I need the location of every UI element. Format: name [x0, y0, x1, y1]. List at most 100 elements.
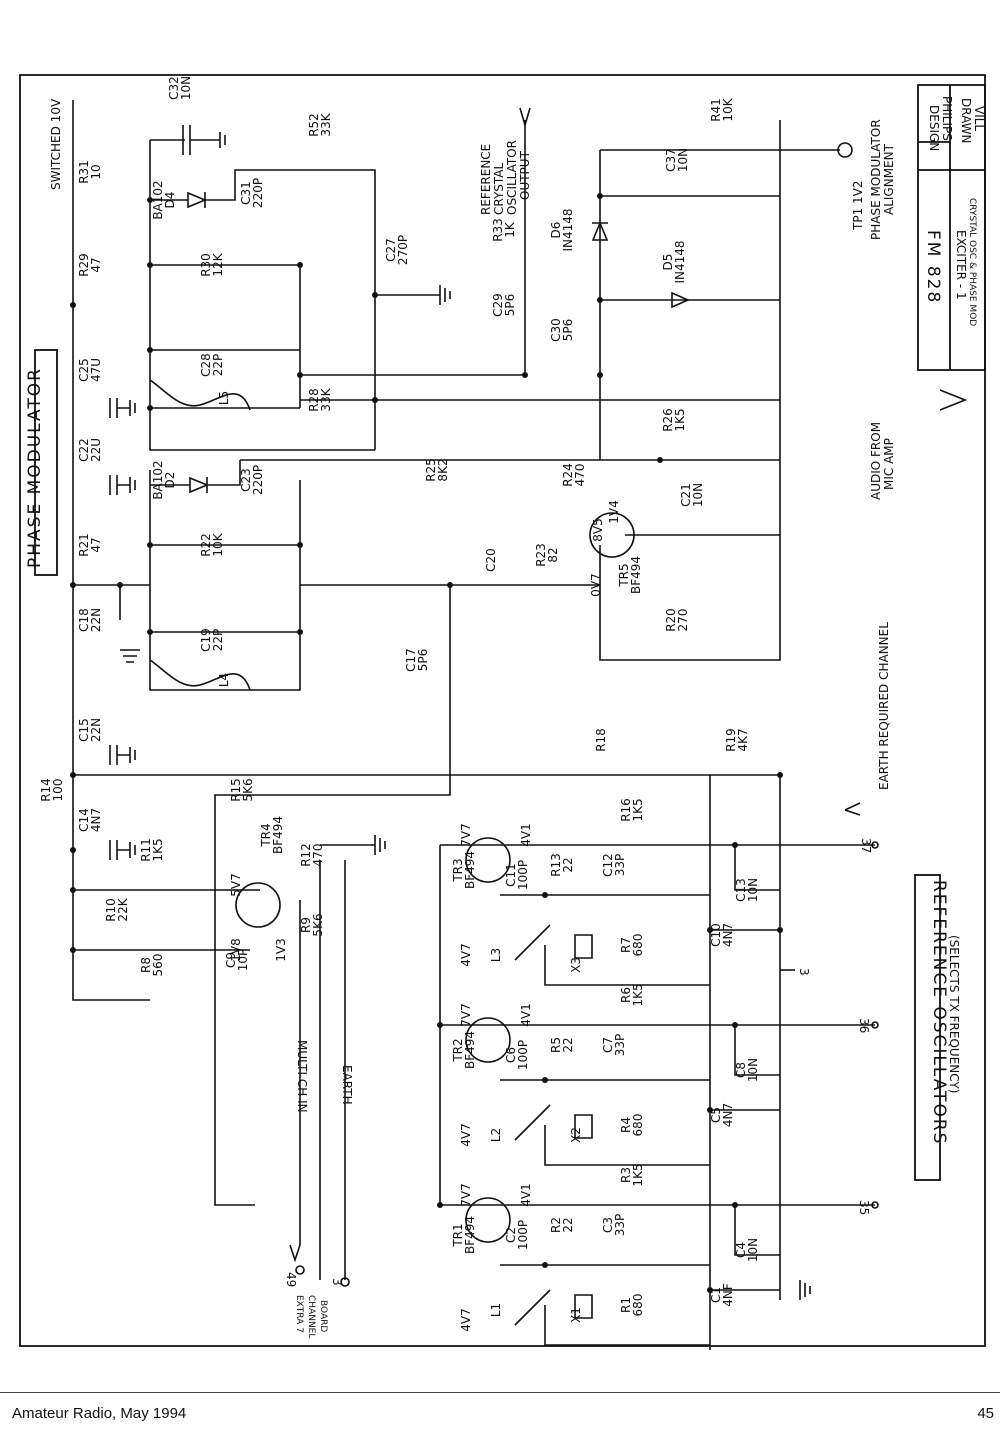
drawing-border	[19, 74, 986, 1347]
component-label-c30-ref: C30	[549, 318, 563, 342]
reference-oscillators-box	[914, 874, 941, 1181]
component-label-c8-value: 10N	[746, 1058, 760, 1082]
component-label-c31-value: 220P	[251, 178, 265, 208]
voltage-label: 4V1	[519, 823, 533, 846]
component-label-r22-ref: R22	[199, 533, 213, 557]
component-label-r12-ref: R12	[299, 843, 313, 867]
component-label-r14-ref: R14	[39, 778, 53, 802]
component-label-r24-value: 470	[573, 464, 587, 487]
component-label-tr3-value: BF494	[463, 851, 477, 889]
title-drawn: DRAWN	[959, 98, 973, 144]
component-label-tr2-ref: TR2	[451, 1038, 465, 1062]
heading-selects-tx: (SELECTS TX FREQUENCY)	[947, 935, 961, 1093]
page-footer: Amateur Radio, May 1994 45	[0, 1392, 1000, 1431]
voltage-label: 4V7	[459, 1308, 473, 1331]
component-label-c25-value: 47U	[89, 358, 103, 382]
component-label-tr3-ref: TR3	[451, 858, 465, 882]
title-philips: PHILIPS	[940, 96, 954, 141]
component-label-r23-value: 82	[546, 547, 560, 562]
component-label-tr2-value: BF494	[463, 1031, 477, 1069]
component-label-c4-ref: C4	[734, 1242, 748, 1258]
component-label-c10-ref: C10	[709, 923, 723, 947]
component-label-l5-ref: L5	[217, 391, 231, 405]
component-label-c13-value: 10N	[746, 878, 760, 902]
pin-37: 37	[859, 838, 873, 853]
component-label-c17-value: 5P6	[416, 649, 430, 672]
component-label-tr4-value: BF494	[271, 816, 285, 854]
pin-3a: 3	[330, 1278, 344, 1286]
component-label-d5-value: IN4148	[673, 240, 687, 283]
voltage-label: 1V8	[229, 938, 243, 961]
component-label-r9-ref: R9	[299, 917, 313, 933]
voltage-label: 7V7	[459, 823, 473, 846]
component-label-d5-ref: D5	[661, 254, 675, 271]
component-label-r33-value: 1K	[503, 221, 517, 238]
component-label-c10-value: 4N7	[721, 923, 735, 947]
component-label-c7-ref: C7	[601, 1037, 615, 1053]
component-label-c6-value: 100P	[516, 1040, 530, 1070]
component-label-d6-ref: D6	[549, 222, 563, 239]
component-label-r52-value: 33K	[319, 112, 333, 136]
component-label-c7-value: 33P	[613, 1034, 627, 1057]
circuit-wires	[72, 100, 875, 1350]
component-label-r15-value: 5K6	[241, 778, 255, 801]
component-label-ba102-ref: BA102	[151, 180, 165, 219]
component-label-c18-value: 22N	[89, 608, 103, 632]
component-label-c19-value: 22P	[211, 629, 225, 652]
phase-modulator-box	[34, 349, 58, 576]
component-label-r30-ref: R30	[199, 253, 213, 277]
component-label-c6-ref: C6	[504, 1047, 518, 1063]
component-label-c32-ref: C32	[167, 76, 181, 100]
component-label-r10-ref: R10	[104, 898, 118, 922]
component-label-r3-value: 1K5	[631, 1163, 645, 1186]
component-label-r6-value: 1K5	[631, 983, 645, 1006]
component-label-c11-ref: C11	[504, 863, 518, 887]
component-label-c20-ref: C20	[484, 548, 498, 572]
label-switched-10v: SWITCHED 10V	[49, 98, 63, 190]
component-label-r30-value: 12K	[211, 252, 225, 276]
component-label-r31-ref: R31	[77, 160, 91, 184]
component-label-c21-value: 10N	[691, 483, 705, 507]
component-label-r13-ref: R13	[549, 853, 563, 877]
pin-3b: 3	[797, 968, 811, 976]
component-label-r14-value: 100	[51, 779, 65, 802]
component-label-r16-value: 1K5	[631, 798, 645, 821]
component-label-r41-value: 10K	[721, 97, 735, 121]
component-label-c12-ref: C12	[601, 853, 615, 877]
component-label-r18-ref: R18	[594, 728, 608, 752]
component-label-tr1-value: BF494	[463, 1216, 477, 1254]
title-fm828: FM 828	[923, 230, 943, 304]
component-label-r9-value: 5K6	[311, 913, 325, 936]
component-label-r28-ref: R28	[307, 388, 321, 412]
component-label-c9-ref: C9	[224, 952, 238, 968]
component-label-r12-value: 470	[311, 844, 325, 867]
component-label-c22-value: 22U	[89, 438, 103, 462]
headings: PHASE MODULATOR REFERENCE OSCILLATORS (S…	[25, 98, 961, 1338]
label-extra-3: BOARD	[318, 1300, 328, 1332]
component-label-c22-ref: C22	[77, 438, 91, 462]
voltage-label: 4V1	[519, 1003, 533, 1026]
component-label-x2-ref: X2	[569, 1127, 583, 1143]
component-label-tr1-ref: TR1	[451, 1223, 465, 1247]
component-label-x1-ref: X1	[569, 1307, 583, 1323]
component-label-r16-ref: R16	[619, 798, 633, 822]
label-extra-1: EXTRA 7	[294, 1295, 304, 1333]
label-earth-required: EARTH REQUIRED CHANNEL	[877, 622, 891, 790]
component-label-ba102-value: D2	[163, 472, 177, 489]
component-label-c11-value: 100P	[516, 860, 530, 890]
component-label-x3-ref: X3	[569, 957, 583, 973]
voltage-label: 7V7	[459, 1183, 473, 1206]
component-label-r41-ref: R41	[709, 98, 723, 122]
component-label-r31-value: 10	[89, 164, 103, 179]
component-label-r3-ref: R3	[619, 1167, 633, 1183]
component-label-c29-value: 5P6	[503, 294, 517, 317]
component-label-r21-ref: R21	[77, 533, 91, 557]
component-label-r10-value: 22K	[116, 897, 130, 921]
title-crystal: CRYSTAL OSC & PHASE MOD	[967, 198, 977, 326]
label-extra-2: CHANNEL	[306, 1295, 316, 1338]
component-label-r25-value: 8K2	[436, 458, 450, 481]
pin-36: 36	[857, 1018, 871, 1033]
voltage-label: 7V7	[459, 1003, 473, 1026]
component-label-r25-ref: R25	[424, 458, 438, 482]
component-label-r8-ref: R8	[139, 957, 153, 973]
